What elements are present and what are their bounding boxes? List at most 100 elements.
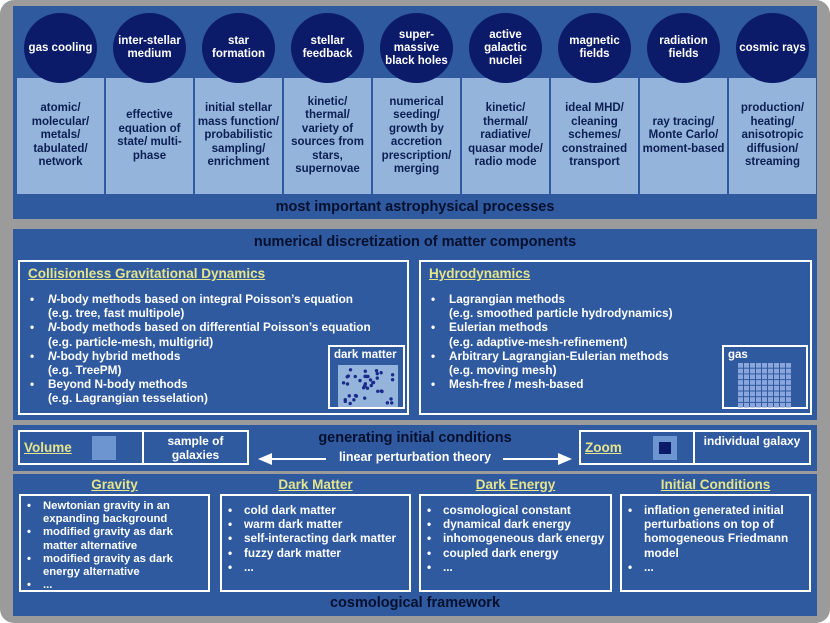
gas-mesh-cell [774, 391, 779, 397]
gas-mesh-cell [756, 380, 761, 385]
ic-title: generating initial conditions [318, 430, 512, 446]
process-circle-stellar-feedback: stellar feedback [291, 13, 364, 83]
cosmological-framework-panel: GravityNewtonian gravity in an expanding… [13, 474, 817, 616]
gas-mesh-cell [780, 368, 785, 374]
hydrodynamics-box: Hydrodynamics Lagrangian methods(e.g. sm… [419, 260, 812, 415]
gas-label: gas [728, 349, 748, 361]
hydro-title: Hydrodynamics [429, 266, 531, 281]
gas-mesh-cell [756, 363, 761, 368]
dark-matter-particle [390, 401, 394, 405]
arrow-left-line [268, 458, 326, 460]
cosmology-list-dark-matter: cold dark matterwarm dark matterself-int… [226, 503, 396, 574]
dark-matter-particle [385, 401, 390, 405]
process-box-star-formation: initial stellar mass function/ probabili… [195, 78, 282, 194]
numerical-discretization-panel: numerical discretization of matter compo… [13, 229, 817, 420]
collisionless-item-text: -body methods based on integral Poisson’… [56, 292, 354, 306]
dark-matter-particle [347, 394, 351, 398]
gas-mesh-cell [786, 391, 791, 397]
dark-matter-particle [353, 393, 358, 398]
cosmology-item: fuzzy dark matter [226, 546, 396, 560]
dark-matter-particle [389, 397, 393, 401]
process-circle-active-galactic-nuclei: active galactic nuclei [469, 13, 542, 83]
gas-mesh-cell [756, 385, 761, 391]
collisionless-item-lead: N [48, 348, 57, 363]
collisionless-box: Collisionless Gravitational Dynamics N-b… [18, 260, 409, 415]
gas-inset: gas [722, 345, 808, 409]
process-circle-radiation-fields: radiation fields [647, 13, 720, 83]
process-circle-star-formation: star formation [202, 13, 275, 83]
process-circle-gas-cooling: gas cooling [24, 13, 97, 83]
process-circle-magnetic-fields: magnetic fields [558, 13, 631, 83]
cosmology-head-dark-matter: Dark Matter [278, 477, 353, 492]
collisionless-list: N-body methods based on integral Poisson… [28, 292, 371, 406]
collisionless-item-lead: N [48, 292, 57, 306]
dark-matter-particle [379, 389, 384, 393]
gas-mesh-cell [744, 402, 749, 408]
gas-mesh-cell [738, 374, 743, 380]
collisionless-item-text: Beyond N-body methods [48, 377, 188, 392]
dark-matter-particles-icon [338, 365, 398, 407]
dark-matter-particle [364, 374, 369, 379]
gas-mesh-cell [762, 368, 767, 374]
gas-mesh-cell [738, 368, 743, 374]
gas-mesh-cell [768, 402, 773, 408]
hydro-item-text: Arbitrary Lagrangian-Eulerian methods [449, 348, 669, 363]
ic-subtitle: linear perturbation theory [338, 450, 492, 464]
gas-mesh-cell [762, 402, 767, 408]
gas-mesh-cell [768, 374, 773, 380]
cosmology-item: inhomogeneous dark energy [425, 531, 604, 545]
cosmology-item: inflation generated initial perturbation… [626, 503, 809, 560]
process-circle-cosmic-rays: cosmic rays [736, 13, 809, 83]
gas-mesh-cell [756, 374, 761, 380]
process-box-magnetic-fields: ideal MHD/ cleaning schemes/ constrained… [551, 78, 638, 194]
collisionless-item-lead: N [48, 320, 57, 335]
gas-mesh-cell [768, 385, 773, 391]
gas-mesh-cell [768, 380, 773, 385]
dark-matter-particle [358, 378, 362, 383]
volume-description: sample of galaxies [167, 434, 224, 462]
process-box-inter-stellar-medium: effective equation of state/ multi-phase [106, 78, 193, 194]
cosmology-head-gravity: Gravity [91, 477, 138, 492]
gas-mesh-cell [750, 391, 755, 397]
gas-mesh-cell [762, 374, 767, 380]
gas-mesh-cell [780, 385, 785, 391]
gas-mesh-cell [780, 402, 785, 408]
cosmology-item: Newtonian gravity in an expanding backgr… [25, 500, 208, 526]
gas-mesh-cell [738, 397, 743, 402]
volume-label: Volume [24, 440, 72, 455]
collisionless-item: N-body methods based on integral Poisson… [28, 292, 371, 320]
zoom-divider [693, 432, 695, 463]
dark-matter-particle [375, 376, 379, 380]
zoom-inner-square-icon [659, 442, 671, 454]
dark-matter-particle [348, 401, 352, 406]
numerical-title: numerical discretization of matter compo… [253, 234, 577, 250]
volume-box: Volume sample of galaxies [18, 430, 249, 465]
zoom-square-icon [653, 436, 677, 460]
cosmology-list-dark-energy: cosmological constantdynamical dark ener… [425, 503, 604, 574]
dark-matter-particle [379, 371, 383, 375]
gas-mesh-cell [744, 374, 749, 380]
collisionless-item-text: -body hybrid methods [56, 348, 181, 363]
hydro-item-example: (e.g. adaptive-mesh-refinement) [449, 334, 628, 349]
cosmology-box-dark-energy: cosmological constantdynamical dark ener… [419, 494, 612, 592]
dark-matter-particle [345, 382, 350, 386]
gas-mesh-cell [768, 397, 773, 402]
dark-matter-particle [374, 369, 379, 373]
gas-mesh-cell [750, 385, 755, 391]
gas-mesh-cell [756, 397, 761, 402]
gas-mesh-cell [750, 368, 755, 374]
gas-mesh-cell [774, 368, 779, 374]
gas-mesh-cell [768, 363, 773, 368]
gas-mesh-cell [756, 391, 761, 397]
gas-mesh-cell [762, 363, 767, 368]
cosmology-box-dark-matter: cold dark matterwarm dark matterself-int… [220, 494, 411, 592]
collisionless-item-example: (e.g. Lagrangian tesselation) [48, 391, 208, 406]
zoom-label: Zoom [585, 440, 622, 455]
gas-mesh-cell [774, 380, 779, 385]
cosmology-item: cosmological constant [425, 503, 604, 517]
gas-mesh-cell [774, 397, 779, 402]
hydro-item-text: Mesh-free / mesh-based [449, 377, 584, 392]
gas-mesh-cell [744, 380, 749, 385]
gas-mesh-cell [780, 374, 785, 380]
